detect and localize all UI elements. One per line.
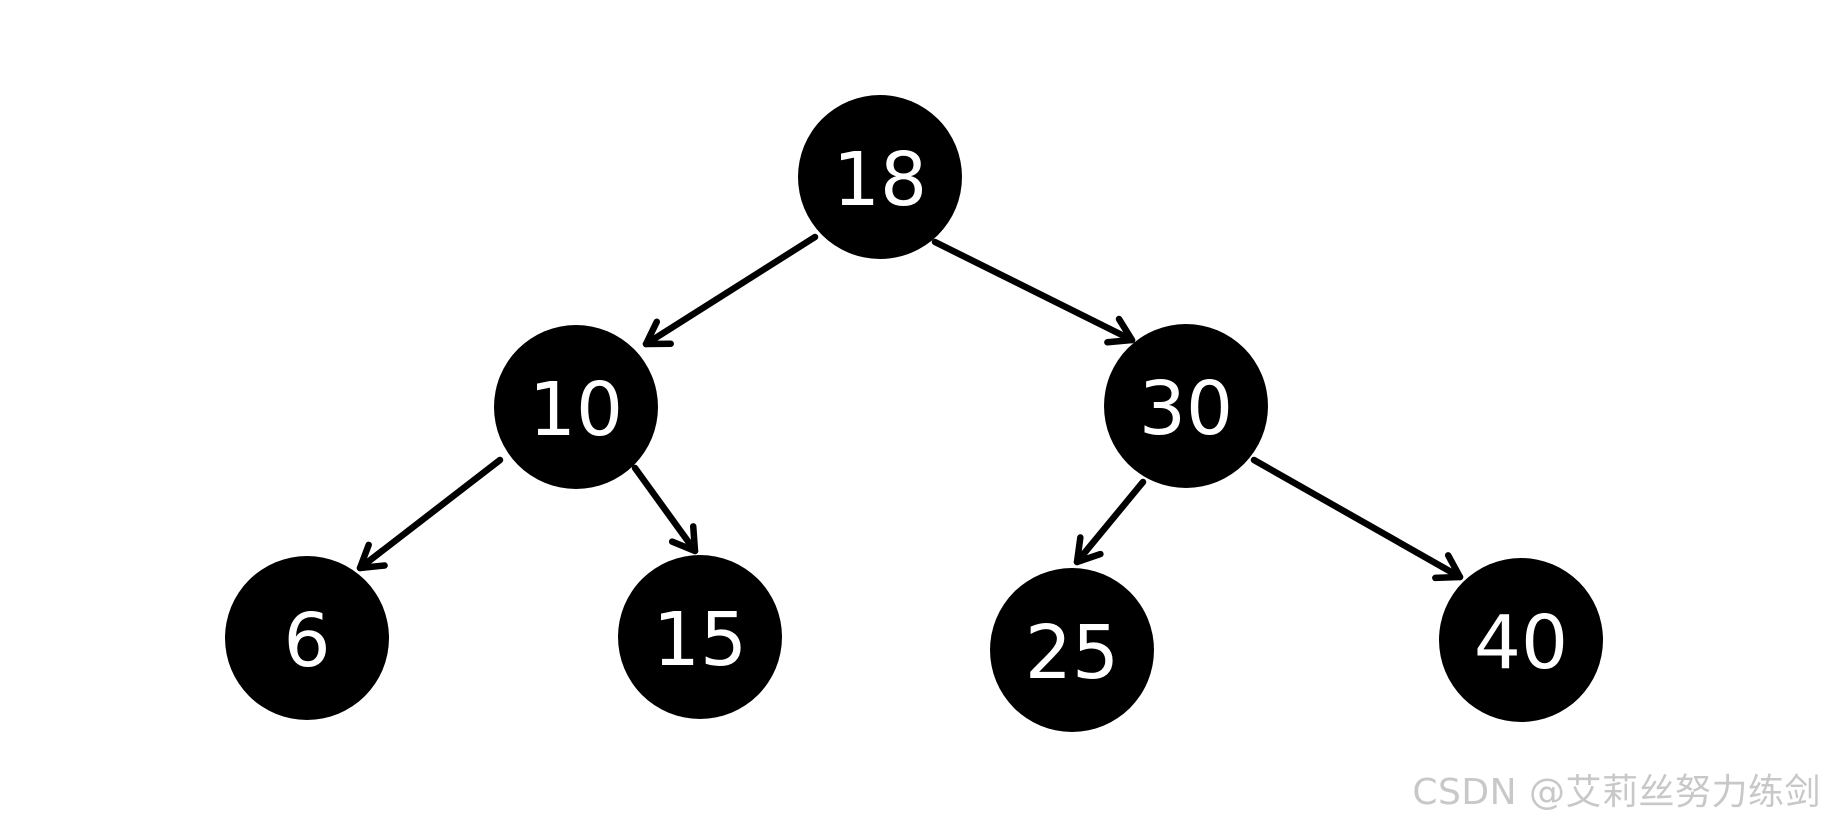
node-circle-25 — [990, 568, 1154, 732]
node-circle-18 — [798, 95, 962, 259]
node-label-30: 30 — [1139, 366, 1233, 452]
node-label-10: 10 — [529, 367, 623, 453]
node-circle-6 — [225, 556, 389, 720]
edge-30-40 — [1250, 456, 1464, 582]
node-label-6: 6 — [283, 598, 330, 684]
node-label-40: 40 — [1474, 600, 1568, 686]
node-circle-15 — [618, 555, 782, 719]
node-circle-10 — [494, 325, 658, 489]
node-label-18: 18 — [833, 137, 927, 223]
edge-10-15 — [631, 464, 699, 555]
node-label-15: 15 — [653, 597, 747, 683]
edge-10-6 — [356, 456, 504, 572]
node-circle-40 — [1439, 558, 1603, 722]
edge-18-10 — [642, 233, 819, 348]
watermark: CSDN @艾莉丝努力练剑 — [1412, 772, 1821, 813]
node-circle-30 — [1104, 324, 1268, 488]
edge-30-25 — [1073, 478, 1147, 566]
edge-18-30 — [931, 238, 1136, 346]
node-label-25: 25 — [1025, 610, 1119, 696]
